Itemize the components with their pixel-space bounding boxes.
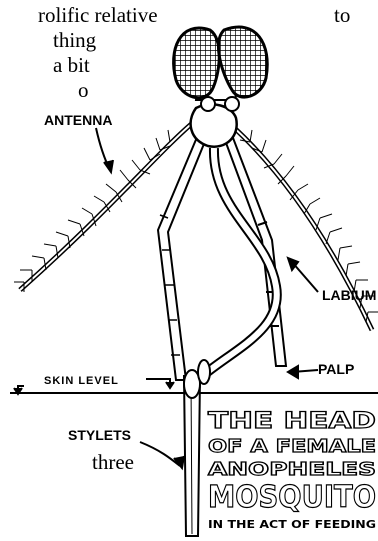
title-line-2: OF A FEMALE: [208, 436, 376, 457]
labium-label: LABIUM: [322, 287, 376, 303]
labium: [200, 148, 277, 378]
skin-level-label: SKIN LEVEL: [44, 375, 119, 387]
antenna-label: ANTENNA: [44, 112, 112, 128]
antenna-pointer: [96, 128, 113, 172]
title-line-3: ANOPHELES: [208, 459, 376, 480]
stylets: [184, 360, 210, 536]
stylets-label: STYLETS: [68, 427, 131, 443]
compound-eye-left: [174, 28, 220, 98]
labium-pointer: [288, 258, 318, 292]
palp-pointer: [288, 366, 318, 378]
palp-label: PALP: [318, 361, 354, 377]
title-line-1: THE HEAD: [208, 409, 376, 434]
title-block: THE HEAD OF A FEMALE ANOPHELES MOSQUITO …: [208, 409, 376, 531]
title-line-5: IN THE ACT OF FEEDING: [208, 518, 376, 531]
title-line-4: MOSQUITO: [208, 480, 376, 515]
palp-left: [158, 130, 208, 380]
stylets-pointer: [140, 442, 184, 468]
